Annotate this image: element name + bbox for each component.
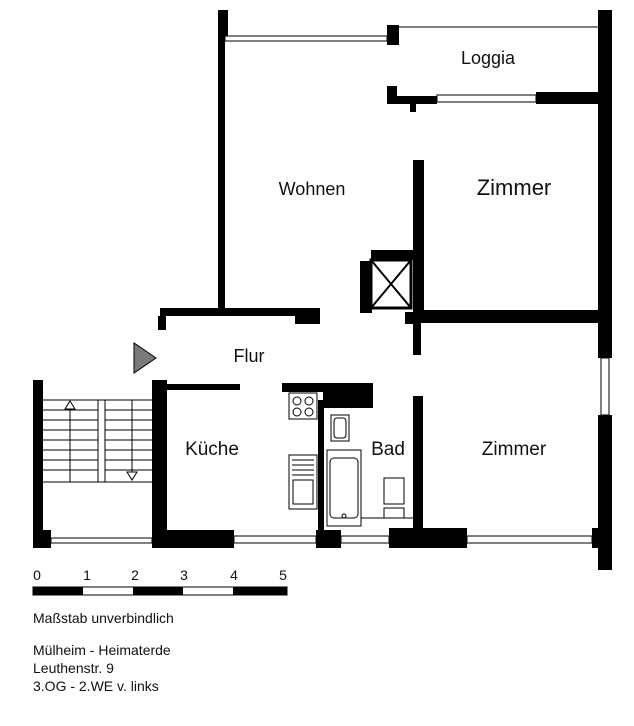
scale-tick-0: 0 (33, 567, 41, 583)
room-labels: Loggia Wohnen Zimmer Flur Küche Bad Zimm… (185, 48, 551, 460)
walls (33, 10, 612, 570)
room-label-zimmer-top: Zimmer (477, 175, 552, 200)
stove (288, 392, 318, 420)
scale-tick-2: 2 (131, 567, 139, 583)
address-line-3: 3.OG - 2.WE v. links (33, 678, 159, 694)
staircase (43, 399, 152, 483)
scale-tick-3: 3 (180, 567, 188, 583)
scale-caption: Maßstab unverbindlich (33, 610, 174, 626)
kitchen-fixtures (288, 392, 318, 510)
room-label-kueche: Küche (185, 439, 239, 460)
scale-tick-1: 1 (83, 567, 91, 583)
shaft (360, 258, 413, 313)
scale-bar: 0 1 2 3 4 5 (32, 567, 288, 596)
toilet (383, 477, 405, 505)
scale-tick-4: 4 (230, 567, 238, 583)
address-line-2: Leuthenstr. 9 (33, 660, 114, 676)
bathroom-fixtures (326, 414, 413, 527)
scale-tick-5: 5 (279, 567, 287, 583)
room-label-loggia: Loggia (461, 48, 516, 68)
room-label-bad: Bad (371, 439, 405, 460)
address-line-1: Mülheim - Heimaterde (33, 642, 171, 658)
room-label-zimmer-bottom: Zimmer (482, 439, 547, 460)
room-label-wohnen: Wohnen (279, 179, 346, 199)
windows (50, 26, 610, 544)
entrance-arrow-icon (133, 342, 157, 374)
room-label-flur: Flur (234, 346, 265, 366)
